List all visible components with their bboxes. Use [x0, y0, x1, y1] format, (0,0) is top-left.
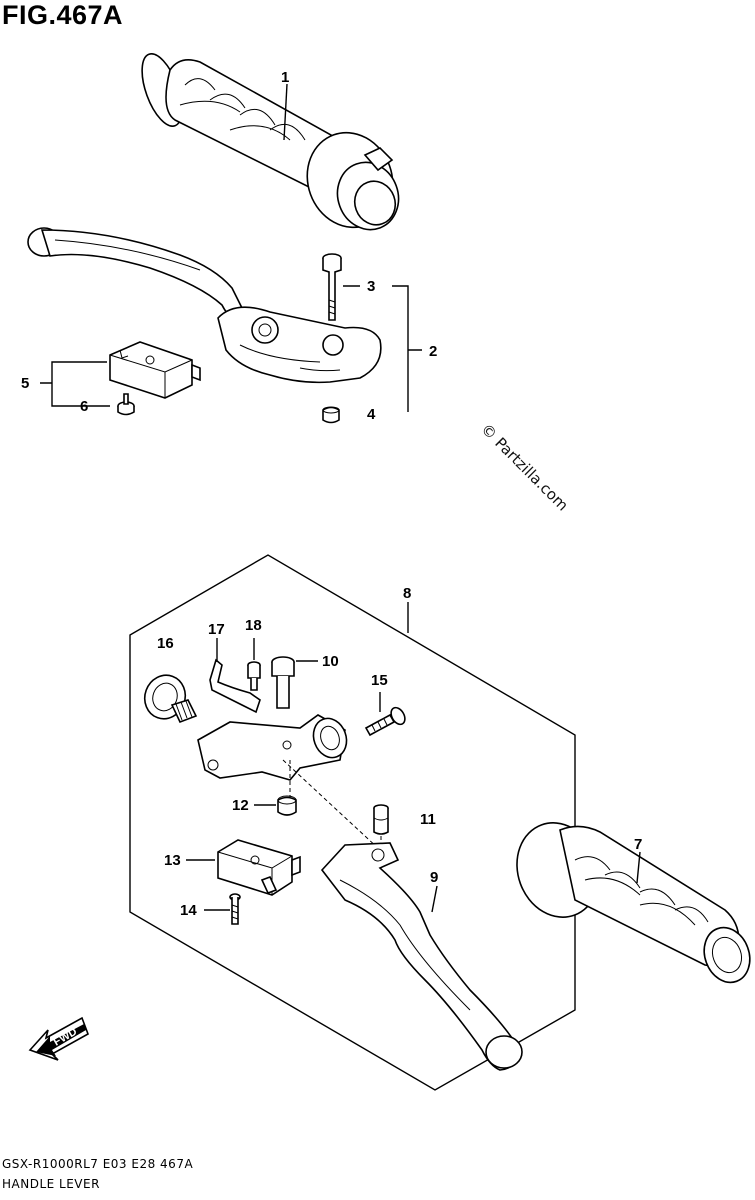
callout-10: 10 — [322, 653, 339, 670]
callout-1: 1 — [281, 69, 289, 86]
callout-15: 15 — [371, 672, 388, 689]
callout-13: 13 — [164, 852, 181, 869]
assembly-outline — [129, 554, 576, 1091]
brake-switch-part[interactable] — [109, 341, 201, 399]
callout-8: 8 — [403, 585, 411, 602]
bushing-part[interactable] — [373, 804, 389, 835]
callout-2: 2 — [429, 343, 437, 360]
callout-7: 7 — [634, 836, 642, 853]
leader-line — [636, 851, 641, 884]
callout-18: 18 — [245, 617, 262, 634]
figure-title: FIG.467A — [2, 0, 124, 30]
fwd-arrow-icon: FWD — [28, 1016, 89, 1061]
nut-part[interactable] — [322, 406, 340, 424]
left-grip-part[interactable] — [504, 811, 755, 989]
callout-4: 4 — [367, 406, 376, 423]
callout-3: 3 — [367, 278, 375, 295]
lever-pivot-bolt-part[interactable] — [271, 656, 295, 709]
adjuster-knob-part[interactable] — [139, 669, 198, 724]
holder-bolt-part[interactable] — [364, 705, 408, 737]
switch-screw-part[interactable] — [117, 393, 135, 416]
leader-line — [283, 83, 288, 141]
assembly-guide-line — [282, 759, 382, 852]
callout-17: 17 — [208, 621, 225, 638]
switch-mount-screw-part[interactable] — [229, 893, 241, 925]
pivot-bolt-part[interactable] — [322, 253, 342, 321]
leader-bracket — [343, 285, 422, 412]
throttle-grip-part[interactable] — [134, 49, 408, 240]
clutch-lever-part[interactable] — [320, 842, 523, 1071]
leader-line — [431, 885, 438, 913]
lever-holder-part[interactable] — [197, 714, 352, 781]
callout-12: 12 — [232, 797, 249, 814]
clutch-switch-part[interactable] — [217, 839, 301, 896]
model-code: GSX-R1000RL7 E03 E28 467A — [2, 1157, 194, 1171]
lever-nut-part[interactable] — [277, 795, 297, 816]
leader-bracket — [40, 361, 110, 407]
small-screw-part[interactable] — [247, 661, 261, 691]
section-name: HANDLE LEVER — [2, 1177, 100, 1191]
callout-16: 16 — [157, 635, 174, 652]
callout-9: 9 — [430, 869, 438, 886]
callout-11: 11 — [420, 811, 436, 828]
callout-6: 6 — [80, 398, 88, 415]
callout-5: 5 — [21, 375, 29, 392]
clip-part[interactable] — [209, 658, 261, 714]
brake-lever-part[interactable] — [27, 227, 382, 384]
callout-14: 14 — [180, 902, 197, 919]
